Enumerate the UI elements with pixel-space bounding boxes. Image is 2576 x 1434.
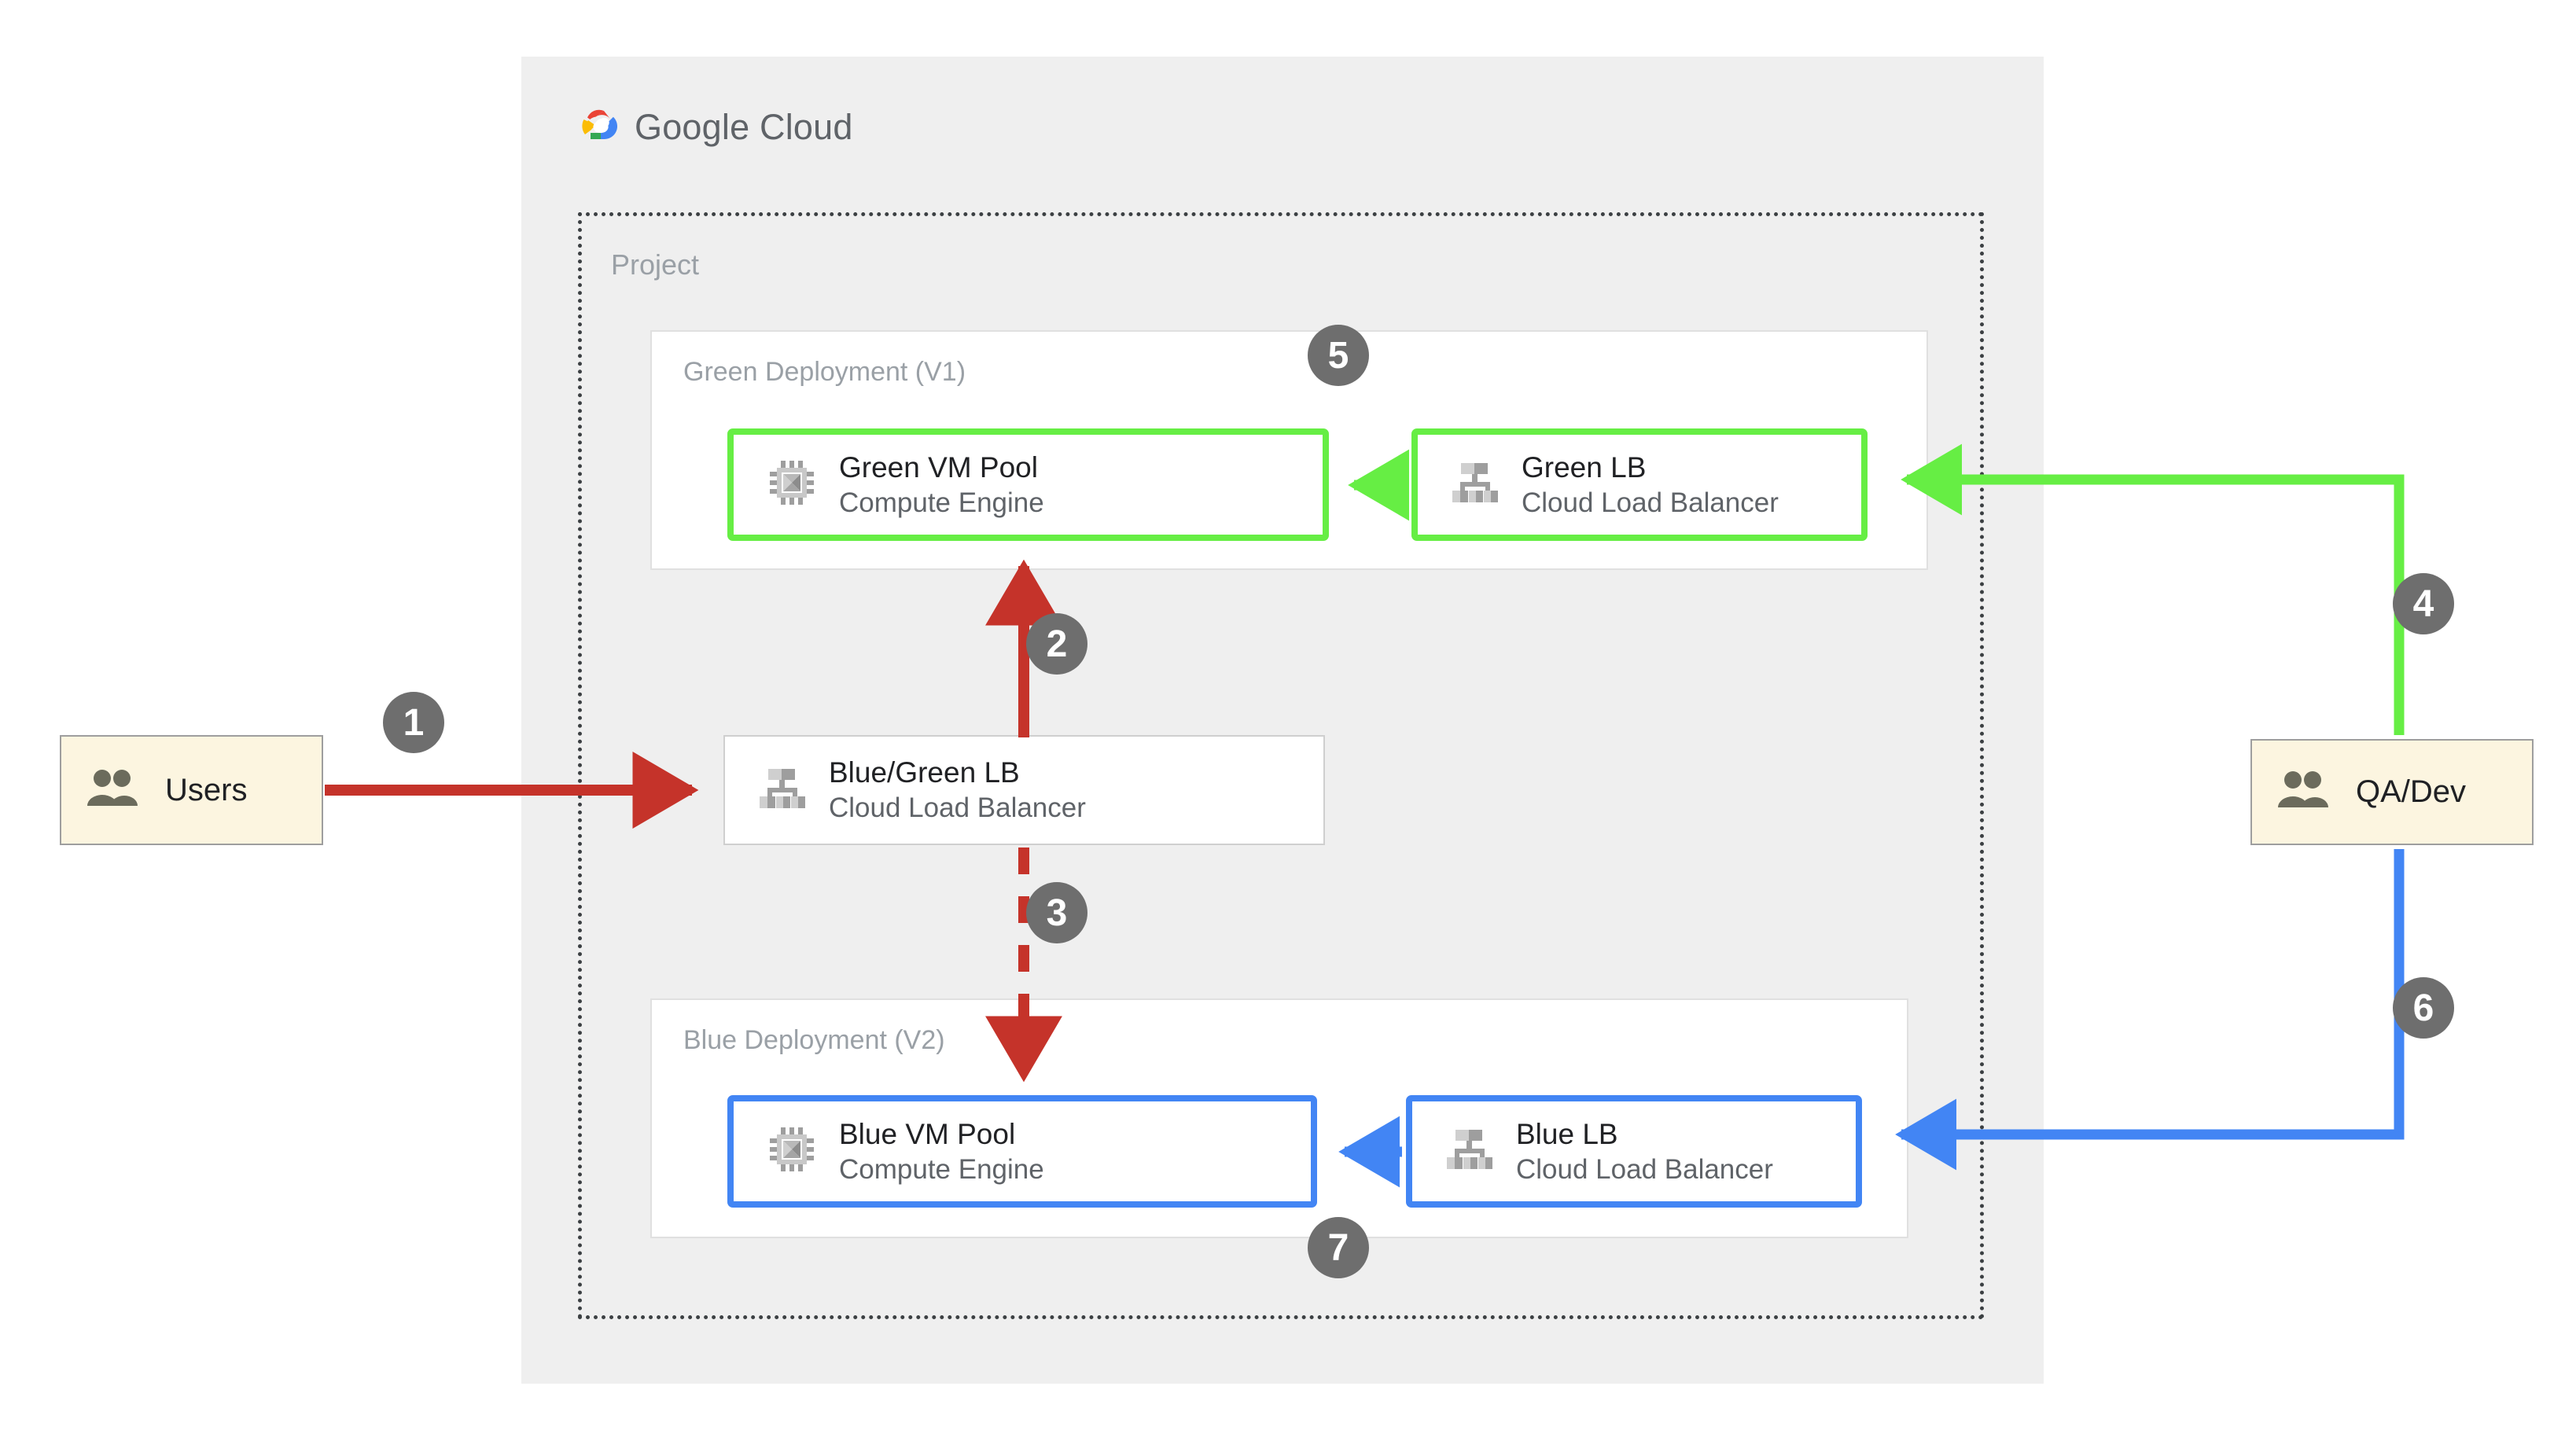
google-cloud-wordmark: Google Cloud — [635, 107, 853, 148]
node-blue-vm-pool[interactable]: Blue VM Pool Compute Engine — [727, 1095, 1317, 1208]
node-subtitle: Cloud Load Balancer — [1522, 487, 1779, 518]
node-title: Green LB — [1522, 450, 1647, 484]
cloud-load-balancer-icon — [1445, 1127, 1494, 1176]
brand-google: Google — [635, 106, 750, 147]
brand-cloud: Cloud — [760, 106, 853, 147]
cloud-load-balancer-icon — [1451, 460, 1500, 509]
node-title: Blue/Green LB — [829, 756, 1020, 789]
node-title: Blue LB — [1516, 1117, 1618, 1150]
actor-users[interactable]: Users — [60, 735, 323, 845]
compute-engine-cpu-icon — [767, 1124, 817, 1178]
node-green-lb[interactable]: Green LB Cloud Load Balancer — [1411, 428, 1868, 541]
blue-deployment-label: Blue Deployment (V2) — [683, 1025, 945, 1055]
step-badge-6: 6 — [2393, 977, 2454, 1039]
node-blue-lb[interactable]: Blue LB Cloud Load Balancer — [1406, 1095, 1862, 1208]
node-subtitle: Cloud Load Balancer — [1516, 1153, 1773, 1185]
actor-label: QA/Dev — [2356, 774, 2467, 809]
google-cloud-brand: Google Cloud — [578, 106, 853, 148]
project-boundary — [578, 212, 1984, 1319]
cloud-load-balancer-icon — [758, 766, 807, 815]
step-badge-7: 7 — [1308, 1217, 1369, 1278]
users-group-icon — [2276, 768, 2332, 816]
node-title: Green VM Pool — [839, 450, 1038, 484]
node-green-vm-pool[interactable]: Green VM Pool Compute Engine — [727, 428, 1329, 541]
node-subtitle: Compute Engine — [839, 1153, 1044, 1185]
compute-engine-cpu-icon — [767, 458, 817, 512]
node-subtitle: Compute Engine — [839, 487, 1044, 518]
node-title: Blue VM Pool — [839, 1117, 1016, 1150]
step-badge-3: 3 — [1026, 882, 1087, 943]
actor-qa-dev[interactable]: QA/Dev — [2250, 739, 2534, 845]
node-blue-green-lb[interactable]: Blue/Green LB Cloud Load Balancer — [723, 735, 1325, 845]
google-cloud-logo-icon — [578, 106, 622, 148]
users-group-icon — [85, 767, 142, 814]
step-badge-5: 5 — [1308, 325, 1369, 386]
actor-label: Users — [165, 772, 248, 807]
step-badge-4: 4 — [2393, 573, 2454, 634]
green-deployment-label: Green Deployment (V1) — [683, 357, 966, 387]
project-label: Project — [611, 248, 700, 281]
node-subtitle: Cloud Load Balancer — [829, 792, 1086, 824]
step-badge-1: 1 — [383, 692, 444, 753]
step-badge-2: 2 — [1026, 613, 1087, 675]
